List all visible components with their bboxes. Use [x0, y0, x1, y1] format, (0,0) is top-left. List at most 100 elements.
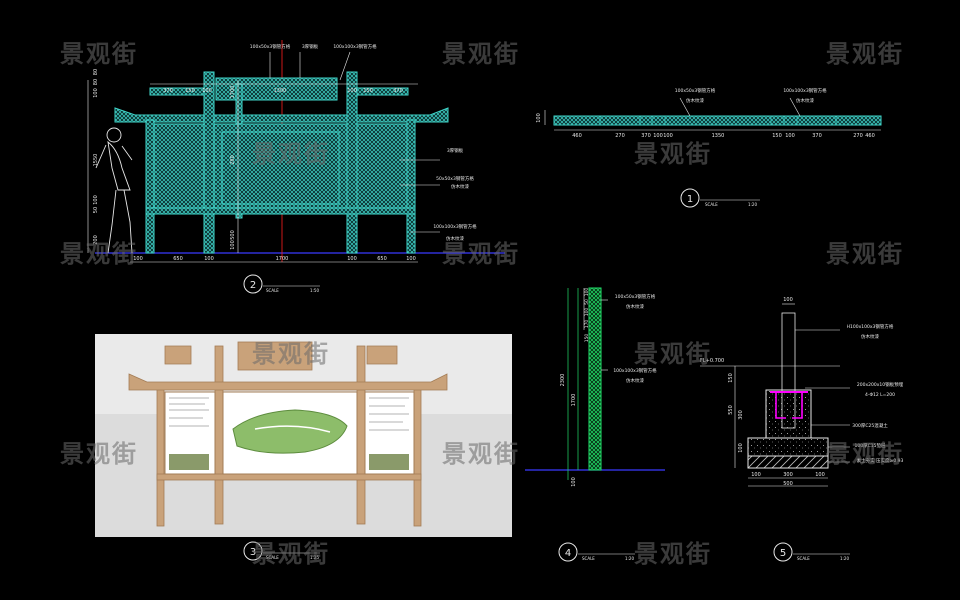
- footing-detail-drawing: [700, 303, 850, 487]
- view-title-1: 1 SCALE 1:20: [680, 188, 760, 208]
- dimension-text: 2300: [560, 374, 566, 387]
- dimension-text: 650: [173, 256, 183, 262]
- dimension-text: 100: [536, 113, 542, 123]
- view-number: 2: [250, 280, 256, 291]
- view-number: 5: [780, 548, 786, 559]
- dimension-text: 100: [584, 308, 590, 317]
- dimension-text: 100: [653, 133, 663, 139]
- dimension-text: 650: [377, 256, 387, 262]
- annotation-note: 100x100x3钢管方格: [613, 367, 657, 374]
- scale-value: 1:20: [840, 556, 849, 561]
- watermark: 景观街: [634, 340, 712, 368]
- dimension-text: 50: [584, 299, 590, 305]
- watermark: 景观街: [442, 40, 520, 68]
- annotation-note: 100x100x3钢管方格: [783, 87, 827, 94]
- dimension-text: 100: [785, 133, 795, 139]
- front-elevation-drawing: [87, 40, 505, 263]
- dimension-text: 100: [230, 240, 236, 250]
- dimension-text: 370: [812, 133, 822, 139]
- annotation-note: 3厚钢板: [302, 43, 319, 50]
- dimension-text: 100: [204, 256, 214, 262]
- dimension-text: 1300: [274, 88, 287, 94]
- scale-value: 1:50: [310, 288, 319, 293]
- scale-value: 1:25: [310, 555, 319, 560]
- watermark: 景观街: [826, 240, 904, 268]
- plan-view-drawing: [544, 97, 882, 131]
- dimension-text: 100: [93, 88, 99, 98]
- annotation-note: 100x50x3钢管方格: [675, 87, 716, 94]
- dimension-text: 100: [347, 256, 357, 262]
- annotation-note: 仿木纹漆: [796, 97, 814, 104]
- dimension-text: 460: [572, 133, 582, 139]
- annotation-note: 100x100x3钢管方格: [333, 43, 377, 50]
- side-elevation-drawing: [525, 287, 665, 480]
- scale-label: SCALE: [582, 556, 595, 561]
- dimension-text: 100: [571, 477, 577, 487]
- dimension-text: 1350: [712, 133, 725, 139]
- scale-figure: [95, 127, 133, 254]
- dimension-text: 100: [347, 88, 357, 94]
- annotation-note: 100x50x3钢管方格: [615, 293, 656, 300]
- dimension-text: 370: [641, 133, 651, 139]
- watermark: 景观街: [634, 540, 712, 568]
- dimension-text: 150: [584, 334, 590, 343]
- dimension-text: 370: [393, 88, 403, 94]
- annotation-note: 100厚C15垫层: [855, 442, 886, 449]
- watermark: 景观街: [60, 240, 138, 268]
- dimension-text: 100: [202, 88, 212, 94]
- view-number: 1: [687, 194, 693, 205]
- view-title-5: 5 SCALE 1:20: [773, 542, 850, 562]
- scale-value: 1:20: [748, 202, 757, 207]
- watermark: 景观街: [442, 440, 520, 468]
- watermark: 景观街: [252, 140, 330, 168]
- annotation-note: 300厚C25混凝土: [852, 422, 888, 429]
- dimension-text: 100: [133, 256, 143, 262]
- annotation-note: 素土夯实 压实度≥0.93: [857, 457, 904, 464]
- annotation-note: 仿木纹漆: [451, 183, 469, 190]
- watermark: 景观街: [252, 540, 330, 568]
- dimension-text: 100: [584, 288, 590, 297]
- watermark: 景观街: [826, 440, 904, 468]
- dimension-text: 550: [728, 405, 734, 415]
- scale-value: 1:20: [625, 556, 634, 561]
- dimension-text: 300: [738, 410, 744, 420]
- dimension-text: 270: [615, 133, 625, 139]
- dimension-text: 150: [772, 133, 782, 139]
- annotation-note: 50x50x3钢管方格: [436, 175, 474, 182]
- dimension-text: 100: [815, 472, 825, 478]
- annotation-note: 4-Φ12 L=200: [865, 392, 895, 398]
- dimension-text: 200: [93, 235, 99, 245]
- dimension-text: 1700: [276, 256, 289, 262]
- watermark: 景观街: [60, 40, 138, 68]
- dimension-text: 100: [738, 443, 744, 453]
- watermark: 景观街: [442, 240, 520, 268]
- dimension-text: 80: [93, 69, 99, 75]
- dimension-text: 100: [663, 133, 673, 139]
- dimension-text: 280: [230, 155, 236, 165]
- view-number: 4: [565, 548, 571, 559]
- annotation-note: 仿木纹漆: [686, 97, 704, 104]
- dimension-text: 170: [584, 320, 590, 329]
- watermark: 景观街: [826, 40, 904, 68]
- annotation-note: 仿木纹漆: [446, 235, 464, 242]
- annotation-note: 仿木纹漆: [626, 377, 644, 384]
- dimension-text: 500: [783, 481, 793, 487]
- dimension-text: 1700: [230, 86, 236, 99]
- watermark: 景观街: [60, 440, 138, 468]
- dimension-text: 100: [93, 195, 99, 205]
- dimension-text: 100: [406, 256, 416, 262]
- dimension-text: 150: [185, 88, 195, 94]
- dimension-text: 100: [783, 297, 793, 303]
- render-perspective-view: [95, 334, 512, 537]
- annotation-note: 仿木纹漆: [861, 333, 879, 340]
- dimension-text: 370: [163, 88, 173, 94]
- dimension-text: 150: [728, 373, 734, 383]
- dimension-text: 100: [751, 472, 761, 478]
- scale-label: SCALE: [266, 288, 279, 293]
- dimension-text: 50: [93, 207, 99, 213]
- dimension-text: 80: [93, 79, 99, 85]
- annotation-note: 100x100x3钢管方格: [433, 223, 477, 230]
- dimension-text: 500: [230, 230, 236, 240]
